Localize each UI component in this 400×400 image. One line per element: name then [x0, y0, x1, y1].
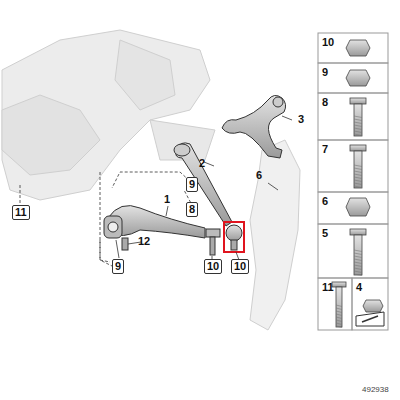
callout-number: 5 [322, 228, 328, 239]
thread-stroke [354, 268, 362, 270]
callout-number: 8 [186, 202, 198, 217]
thread-stroke [336, 323, 342, 325]
thread-stroke [354, 265, 362, 267]
thread-stroke [354, 116, 362, 118]
callout-number: 2 [199, 158, 205, 169]
thread-stroke [354, 174, 362, 176]
callout-number: 9 [186, 177, 198, 192]
callout-number: 10 [231, 259, 249, 274]
thread-stroke [336, 317, 342, 319]
thread-stroke [336, 314, 342, 316]
callout-number: 11 [12, 205, 30, 220]
thread-stroke [354, 177, 362, 179]
thread-stroke [354, 262, 362, 264]
thread-stroke [354, 256, 362, 258]
thread-stroke [354, 128, 362, 130]
callout-number: 1 [164, 194, 170, 205]
callout-number: 7 [322, 144, 328, 155]
callout-number: 8 [322, 97, 328, 108]
callout-number: 10 [204, 259, 222, 274]
thread-stroke [336, 326, 342, 328]
callout-number: 12 [138, 236, 150, 247]
callout-number: 9 [112, 259, 124, 274]
thread-stroke [354, 186, 362, 188]
thread-stroke [354, 250, 362, 252]
thread-stroke [354, 122, 362, 124]
thread-stroke [336, 320, 342, 322]
thread-stroke [354, 134, 362, 136]
thread-stroke [336, 311, 342, 313]
thread-stroke [354, 274, 362, 276]
callout-number: 6 [322, 196, 328, 207]
thread-stroke [354, 168, 362, 170]
callout-number: 6 [256, 170, 262, 181]
thread-stroke [354, 253, 362, 255]
thread-stroke [354, 271, 362, 273]
callout-number: 3 [298, 114, 304, 125]
callout-number: 9 [322, 67, 328, 78]
thread-stroke [354, 180, 362, 182]
callout-number: 4 [356, 282, 362, 293]
thread-stroke [336, 305, 342, 307]
thread-stroke [354, 125, 362, 127]
thread-stroke [336, 308, 342, 310]
thread-stroke [354, 119, 362, 121]
callout-number: 11 [322, 282, 334, 293]
thread-stroke [354, 259, 362, 261]
thread-stroke [354, 131, 362, 133]
thread-stroke [354, 171, 362, 173]
diagram-number: 492938 [362, 386, 389, 394]
thread-stroke [354, 165, 362, 167]
thread-stroke [354, 183, 362, 185]
callout-number: 10 [322, 37, 334, 48]
